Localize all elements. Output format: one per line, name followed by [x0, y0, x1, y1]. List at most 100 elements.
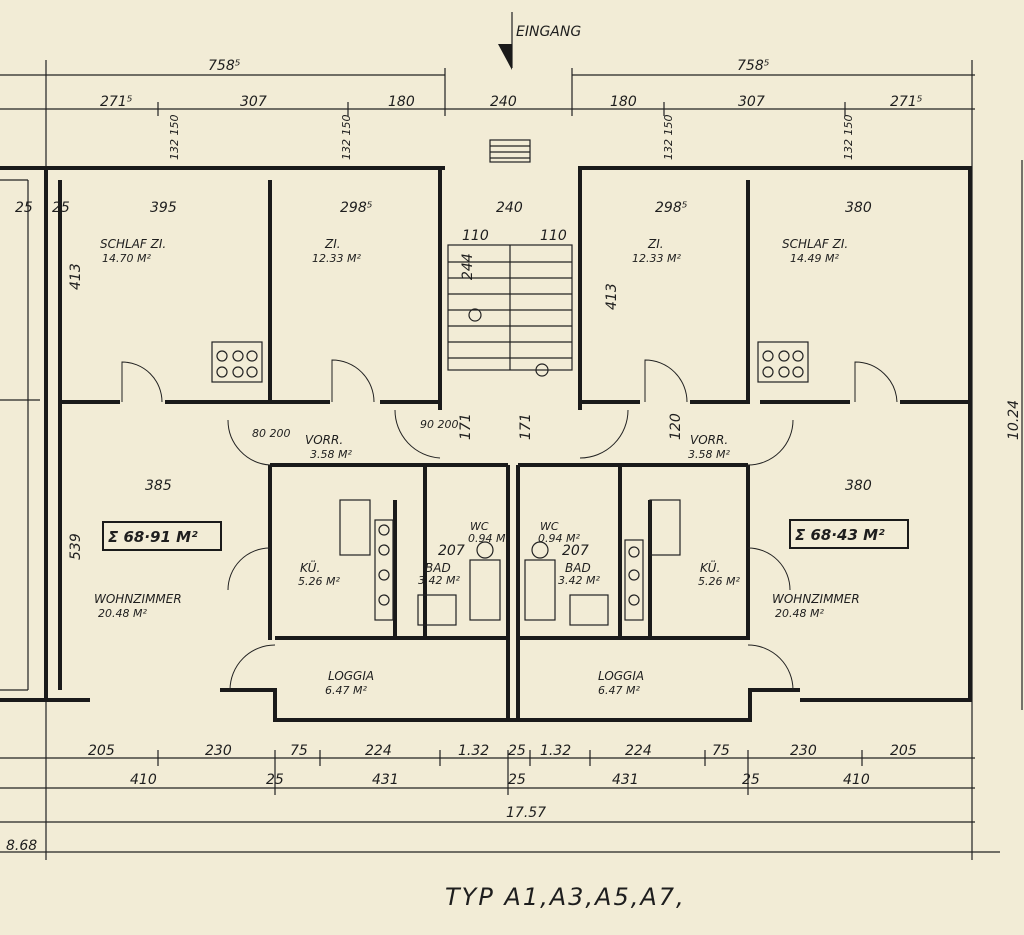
- bottom-dim-4: 224: [365, 743, 392, 759]
- misc-dim-207a: 207: [438, 543, 465, 559]
- right-wc-name: WC: [540, 520, 559, 533]
- misc-dim-80-200: 80 200: [252, 427, 291, 440]
- bottom-dim-1: 205: [88, 743, 115, 759]
- left-sum-area: Σ 68·91 M²: [108, 528, 198, 546]
- top-dim-6: 307: [738, 94, 765, 110]
- right-bedroom-width: 380: [845, 200, 872, 216]
- left-room-width: 298⁵: [340, 200, 373, 216]
- right-living-name: WOHNZIMMER: [772, 592, 860, 606]
- left-bedroom-name: SCHLAF ZI.: [100, 237, 166, 251]
- right-living-area: 20.48 M²: [775, 607, 824, 620]
- left-kitchen-name: KÜ.: [300, 559, 320, 575]
- top-dim-right-total: 758⁵: [737, 58, 770, 74]
- right-kitchen-name: KÜ.: [700, 559, 720, 575]
- bottom-dim-2: 230: [205, 743, 232, 759]
- misc-dim-25a: 25: [15, 200, 33, 216]
- top-dim-3: 180: [388, 94, 415, 110]
- misc-dim-413-right: 413: [604, 283, 620, 310]
- right-bath-area: 3.42 M²: [558, 574, 600, 587]
- misc-dim-90-200: 90 200: [420, 418, 459, 431]
- left-bath-name: BAD: [425, 561, 451, 575]
- right-bedroom-area: 14.49 M²: [790, 252, 839, 265]
- right-hall-area: 3.58 M²: [688, 448, 730, 461]
- staircase: [447, 139, 573, 377]
- kitchen-fixtures: [211, 341, 809, 626]
- entrance-label: EINGANG: [516, 24, 581, 40]
- left-bedroom-width: 395: [150, 200, 177, 216]
- top-dim-5: 180: [610, 94, 637, 110]
- misc-dim-244: 244: [460, 253, 476, 280]
- top-dim-2: 307: [240, 94, 267, 110]
- bottom-dim-9: 75: [712, 743, 730, 759]
- right-height-dim: 10.24: [1006, 400, 1022, 440]
- entrance-marker: EINGANG: [498, 12, 581, 70]
- bottom-total-dim: 17.57: [506, 805, 546, 821]
- left-room-name: ZI.: [324, 237, 341, 251]
- bottom-dim-6: 25: [508, 743, 526, 759]
- bottom-dimension-lines: [0, 160, 1023, 853]
- bottom-dim-10: 230: [790, 743, 817, 759]
- drawing-title: TYP A1,A3,A5,A7,: [445, 883, 686, 911]
- right-sum-box: [789, 519, 909, 549]
- top-dim-1: 271⁵: [100, 94, 133, 110]
- misc-dim-120: 120: [668, 413, 684, 440]
- right-hall-name: VORR.: [690, 433, 728, 447]
- right-loggia-name: LOGGIA: [598, 669, 644, 683]
- bottom-row2-dim-7: 410: [843, 772, 870, 788]
- misc-dim-171b: 171: [518, 413, 534, 440]
- misc-dim-110b: 110: [540, 228, 567, 244]
- left-bath-area: 3.42 M²: [418, 574, 460, 587]
- right-room-name: ZI.: [647, 237, 664, 251]
- door-swings: [121, 359, 898, 691]
- bottom-row2-dim-3: 431: [372, 772, 399, 788]
- right-kitchen-area: 5.26 M²: [698, 575, 740, 588]
- bottom-dim-11: 205: [890, 743, 917, 759]
- right-sum-area: Σ 68·43 M²: [795, 526, 885, 544]
- left-living-width: 385: [145, 478, 172, 494]
- bottom-row2-dim-5: 431: [612, 772, 639, 788]
- window-dim-1: 132 150: [168, 115, 181, 161]
- misc-dim-171a: 171: [458, 413, 474, 440]
- misc-dim-413-left: 413: [68, 263, 84, 290]
- exterior-walls: [0, 166, 972, 722]
- top-dimension-lines: [0, 60, 975, 860]
- bottom-row2-dim-4: 25: [508, 772, 526, 788]
- left-hall-name: VORR.: [305, 433, 343, 447]
- left-room-area: 12.33 M²: [312, 252, 361, 265]
- top-dim-7: 271⁵: [890, 94, 923, 110]
- right-room-area: 12.33 M²: [632, 252, 681, 265]
- window-dim-4: 132 150: [842, 115, 855, 161]
- bottom-left-partial-dim: 8.68: [6, 838, 37, 854]
- bottom-row2-dim-6: 25: [742, 772, 760, 788]
- bottom-dim-8: 224: [625, 743, 652, 759]
- window-dim-3: 132 150: [662, 115, 675, 161]
- window-dim-2: 132 150: [340, 115, 353, 161]
- right-wc-area: 0.94 M²: [538, 532, 580, 545]
- left-sum-box: [102, 521, 222, 551]
- right-loggia-area: 6.47 M²: [598, 684, 640, 697]
- top-dim-4: 240: [490, 94, 517, 110]
- right-room-width: 298⁵: [655, 200, 688, 216]
- bottom-row2-dim-1: 410: [130, 772, 157, 788]
- misc-dim-25b: 25: [52, 200, 70, 216]
- left-wc-area: 0.94 M²: [468, 532, 510, 545]
- left-living-area: 20.48 M²: [98, 607, 147, 620]
- left-loggia-name: LOGGIA: [328, 669, 374, 683]
- misc-dim-110a: 110: [462, 228, 489, 244]
- bottom-dim-3: 75: [290, 743, 308, 759]
- right-living-width: 380: [845, 478, 872, 494]
- left-bedroom-area: 14.70 M²: [102, 252, 151, 265]
- bottom-dim-5: 1.32: [458, 743, 489, 759]
- bottom-dim-7: 1.32: [540, 743, 571, 759]
- top-dim-left-total: 758⁵: [208, 58, 241, 74]
- right-bath-name: BAD: [565, 561, 591, 575]
- interior-walls: [60, 168, 970, 720]
- misc-dim-539: 539: [68, 533, 84, 560]
- misc-dim-207b: 207: [562, 543, 589, 559]
- left-wc-name: WC: [470, 520, 489, 533]
- left-kitchen-area: 5.26 M²: [298, 575, 340, 588]
- misc-dim-240: 240: [496, 200, 523, 216]
- left-loggia-area: 6.47 M²: [325, 684, 367, 697]
- right-bedroom-name: SCHLAF ZI.: [782, 237, 848, 251]
- bottom-row2-dim-2: 25: [266, 772, 284, 788]
